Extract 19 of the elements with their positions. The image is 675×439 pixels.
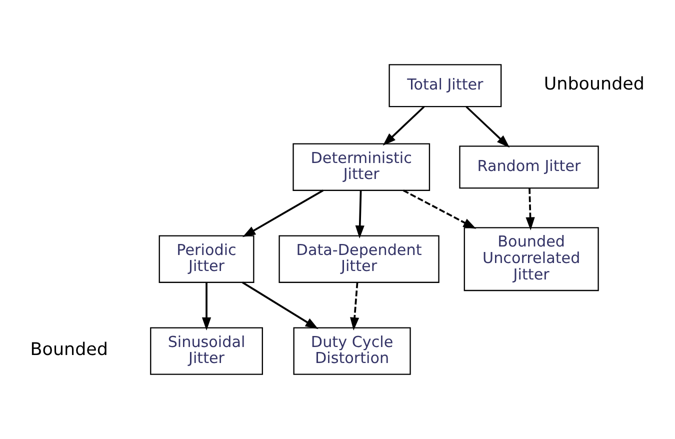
node-box: Data-Dependent Jitter xyxy=(278,235,440,283)
node-box: Random Jitter xyxy=(459,146,599,189)
node-box: Total Jitter xyxy=(388,64,502,108)
node-box: Duty Cycle Distortion xyxy=(293,327,411,375)
arrow xyxy=(242,190,324,238)
arrow xyxy=(466,106,510,148)
arrow xyxy=(202,282,212,330)
node-box: Bounded Uncorrelated Jitter xyxy=(464,227,599,292)
arrow xyxy=(526,188,535,230)
arrow xyxy=(350,282,360,330)
node-box: Sinusoidal Jitter xyxy=(150,327,263,375)
arrow xyxy=(382,106,425,146)
arrow xyxy=(242,282,318,330)
label: Bounded xyxy=(30,340,108,360)
node-box: Periodic Jitter xyxy=(158,235,254,283)
arrow xyxy=(355,190,364,239)
arrow xyxy=(402,190,476,229)
node-box: Deterministic Jitter xyxy=(292,143,430,191)
label: Unbounded xyxy=(544,74,645,95)
